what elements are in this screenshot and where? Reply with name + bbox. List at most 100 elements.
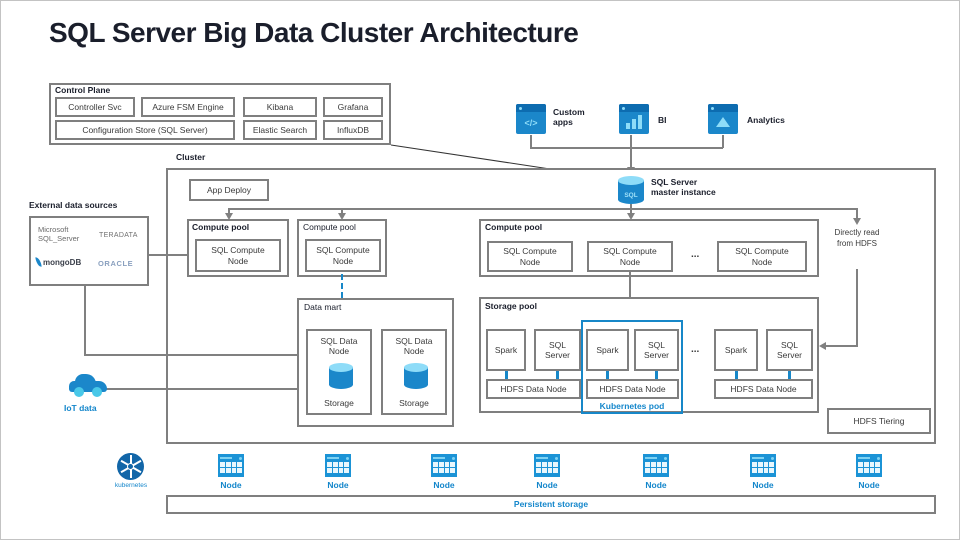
control-plane-label: Control Plane <box>55 85 111 95</box>
arrow-left <box>819 342 826 350</box>
node-label: Node <box>327 480 349 490</box>
compute-pool-3-label: Compute pool <box>485 222 543 232</box>
pod-connector <box>788 371 791 379</box>
connector <box>228 208 230 214</box>
connector <box>630 208 632 214</box>
page-title: SQL Server Big Data Cluster Architecture <box>49 17 579 48</box>
kibana-box: Kibana <box>243 97 317 117</box>
pod-connector <box>505 371 508 379</box>
connector <box>229 208 858 210</box>
ms-sql-server-logo: Microsoft SQL_Server <box>38 225 80 244</box>
spark-box: Spark <box>714 329 758 371</box>
hdfs-data-node-box: HDFS Data Node <box>486 379 581 399</box>
app-deploy-box: App Deploy <box>189 179 269 201</box>
kubernetes-pod-label: Kubernetes pod <box>599 401 665 411</box>
arrow-down <box>627 213 635 220</box>
node-icon <box>325 454 351 477</box>
compute-pool-1-label: Compute pool <box>192 222 250 232</box>
persistent-storage-label: Persistent storage <box>513 499 589 509</box>
connector <box>530 135 532 148</box>
hdfs-data-node-box: HDFS Data Node <box>714 379 813 399</box>
node-label: Node <box>536 480 558 490</box>
arrow-down <box>338 213 346 220</box>
pod-connector <box>556 371 559 379</box>
mongodb-logo: mongoDB <box>35 256 81 268</box>
oracle-logo: ORACLE <box>98 259 134 268</box>
hdfs-data-node-box: HDFS Data Node <box>586 379 679 399</box>
azure-fsm-box: Azure FSM Engine <box>141 97 235 117</box>
custom-apps-label: Custom apps <box>553 107 585 127</box>
kubernetes-icon <box>117 453 144 480</box>
storage-pool-label: Storage pool <box>485 301 537 311</box>
connector <box>722 135 724 148</box>
custom-apps-icon: </> <box>516 104 546 134</box>
storage-db-icon <box>329 363 353 389</box>
bi-icon <box>619 104 649 134</box>
external-sources-label: External data sources <box>29 200 118 210</box>
influxdb-box: InfluxDB <box>323 120 383 140</box>
node-label: Node <box>220 480 242 490</box>
connector <box>856 269 858 347</box>
connector <box>341 208 343 214</box>
kubernetes-pod-box <box>581 320 683 414</box>
kubernetes-label: kubernetes <box>114 482 148 489</box>
arrow-down <box>853 218 861 225</box>
iot-car-icon <box>69 370 107 397</box>
connector <box>84 286 86 356</box>
spark-box: Spark <box>586 329 629 371</box>
pod-connector <box>655 371 658 379</box>
node-label: Node <box>433 480 455 490</box>
elastic-search-box: Elastic Search <box>243 120 317 140</box>
connector <box>630 204 632 210</box>
dashed-connector <box>341 274 343 298</box>
node-icon <box>750 454 776 477</box>
node-icon <box>534 454 560 477</box>
directly-read-note: Directly read from HDFS <box>834 228 880 249</box>
connector <box>84 354 297 356</box>
bi-label: BI <box>658 115 667 125</box>
connector <box>856 208 858 219</box>
node-icon <box>856 454 882 477</box>
sql-master-db-icon: SQL <box>618 176 644 204</box>
master-instance-label: SQL Server master instance <box>651 177 716 197</box>
connector <box>149 254 187 256</box>
configuration-store-box: Configuration Store (SQL Server) <box>55 120 235 140</box>
analytics-label: Analytics <box>747 115 785 125</box>
pod-connector <box>735 371 738 379</box>
node-icon <box>431 454 457 477</box>
cluster-label: Cluster <box>176 152 206 162</box>
connector <box>630 135 632 167</box>
teradata-logo: TERADATA <box>99 232 138 239</box>
ellipsis: ... <box>691 249 700 260</box>
ellipsis: ... <box>691 344 700 355</box>
node-icon <box>218 454 244 477</box>
analytics-icon <box>708 104 738 134</box>
mongodb-leaf-icon <box>35 256 42 268</box>
node-label: Node <box>752 480 774 490</box>
iot-data-label: IoT data <box>64 403 97 413</box>
data-mart-label: Data mart <box>304 302 342 312</box>
arrow-down <box>225 213 233 220</box>
controller-svc-box: Controller Svc <box>55 97 135 117</box>
node-label: Node <box>858 480 880 490</box>
pod-connector <box>606 371 609 379</box>
node-label: Node <box>645 480 667 490</box>
hdfs-tiering-box: HDFS Tiering <box>827 408 931 434</box>
connector <box>631 147 723 149</box>
spark-box: Spark <box>486 329 526 371</box>
node-icon <box>643 454 669 477</box>
connector <box>629 272 631 310</box>
connector <box>530 147 632 149</box>
storage-db-icon <box>404 363 428 389</box>
persistent-storage-bar <box>166 495 936 514</box>
